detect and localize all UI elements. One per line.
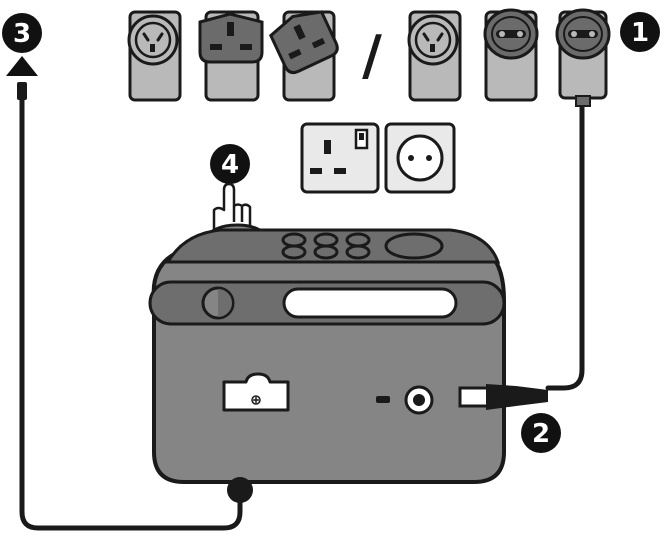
display-slot <box>282 287 458 319</box>
eu-socket-icon <box>384 122 456 194</box>
step-3-number: 3 <box>13 19 31 49</box>
antenna-port[interactable] <box>227 477 253 503</box>
preset-button-2[interactable] <box>313 232 339 248</box>
eu-adapter-icon <box>127 10 182 102</box>
preset-button-5[interactable] <box>313 244 339 260</box>
step-2-badge: 2 <box>521 413 561 453</box>
step-1-number: 1 <box>631 18 649 48</box>
preset-button-6[interactable] <box>345 244 371 260</box>
preset-button-3[interactable] <box>345 232 371 248</box>
usb-port[interactable] <box>376 396 390 403</box>
eu-adapter-icon <box>407 10 462 102</box>
uk-socket-icon <box>300 122 380 194</box>
antenna-cable <box>19 93 243 531</box>
power-cable <box>545 101 585 391</box>
eu-2pin-adapter-icon <box>483 8 539 102</box>
radio-device <box>148 223 506 503</box>
step-1-badge: 1 <box>620 12 660 52</box>
separator-slash: / <box>362 24 382 87</box>
step-4-badge: 4 <box>210 144 250 184</box>
step-3-badge: 3 <box>2 13 42 53</box>
preset-button-4[interactable] <box>281 244 307 260</box>
preset-buttons <box>281 232 371 260</box>
large-top-button[interactable] <box>384 232 444 260</box>
step-2-number: 2 <box>532 419 550 449</box>
uk-rotated-adapter-icon <box>268 10 339 102</box>
up-arrow-icon <box>6 56 38 76</box>
battery-compartment[interactable] <box>222 372 290 412</box>
uk-adapter-icon <box>198 10 264 102</box>
power-plug <box>458 384 548 410</box>
step-4-number: 4 <box>221 150 239 180</box>
antenna-cable-end <box>17 82 27 100</box>
preset-button-1[interactable] <box>281 232 307 248</box>
eu-2pin-adapter-icon <box>555 8 611 107</box>
headphone-jack[interactable] <box>404 385 434 415</box>
